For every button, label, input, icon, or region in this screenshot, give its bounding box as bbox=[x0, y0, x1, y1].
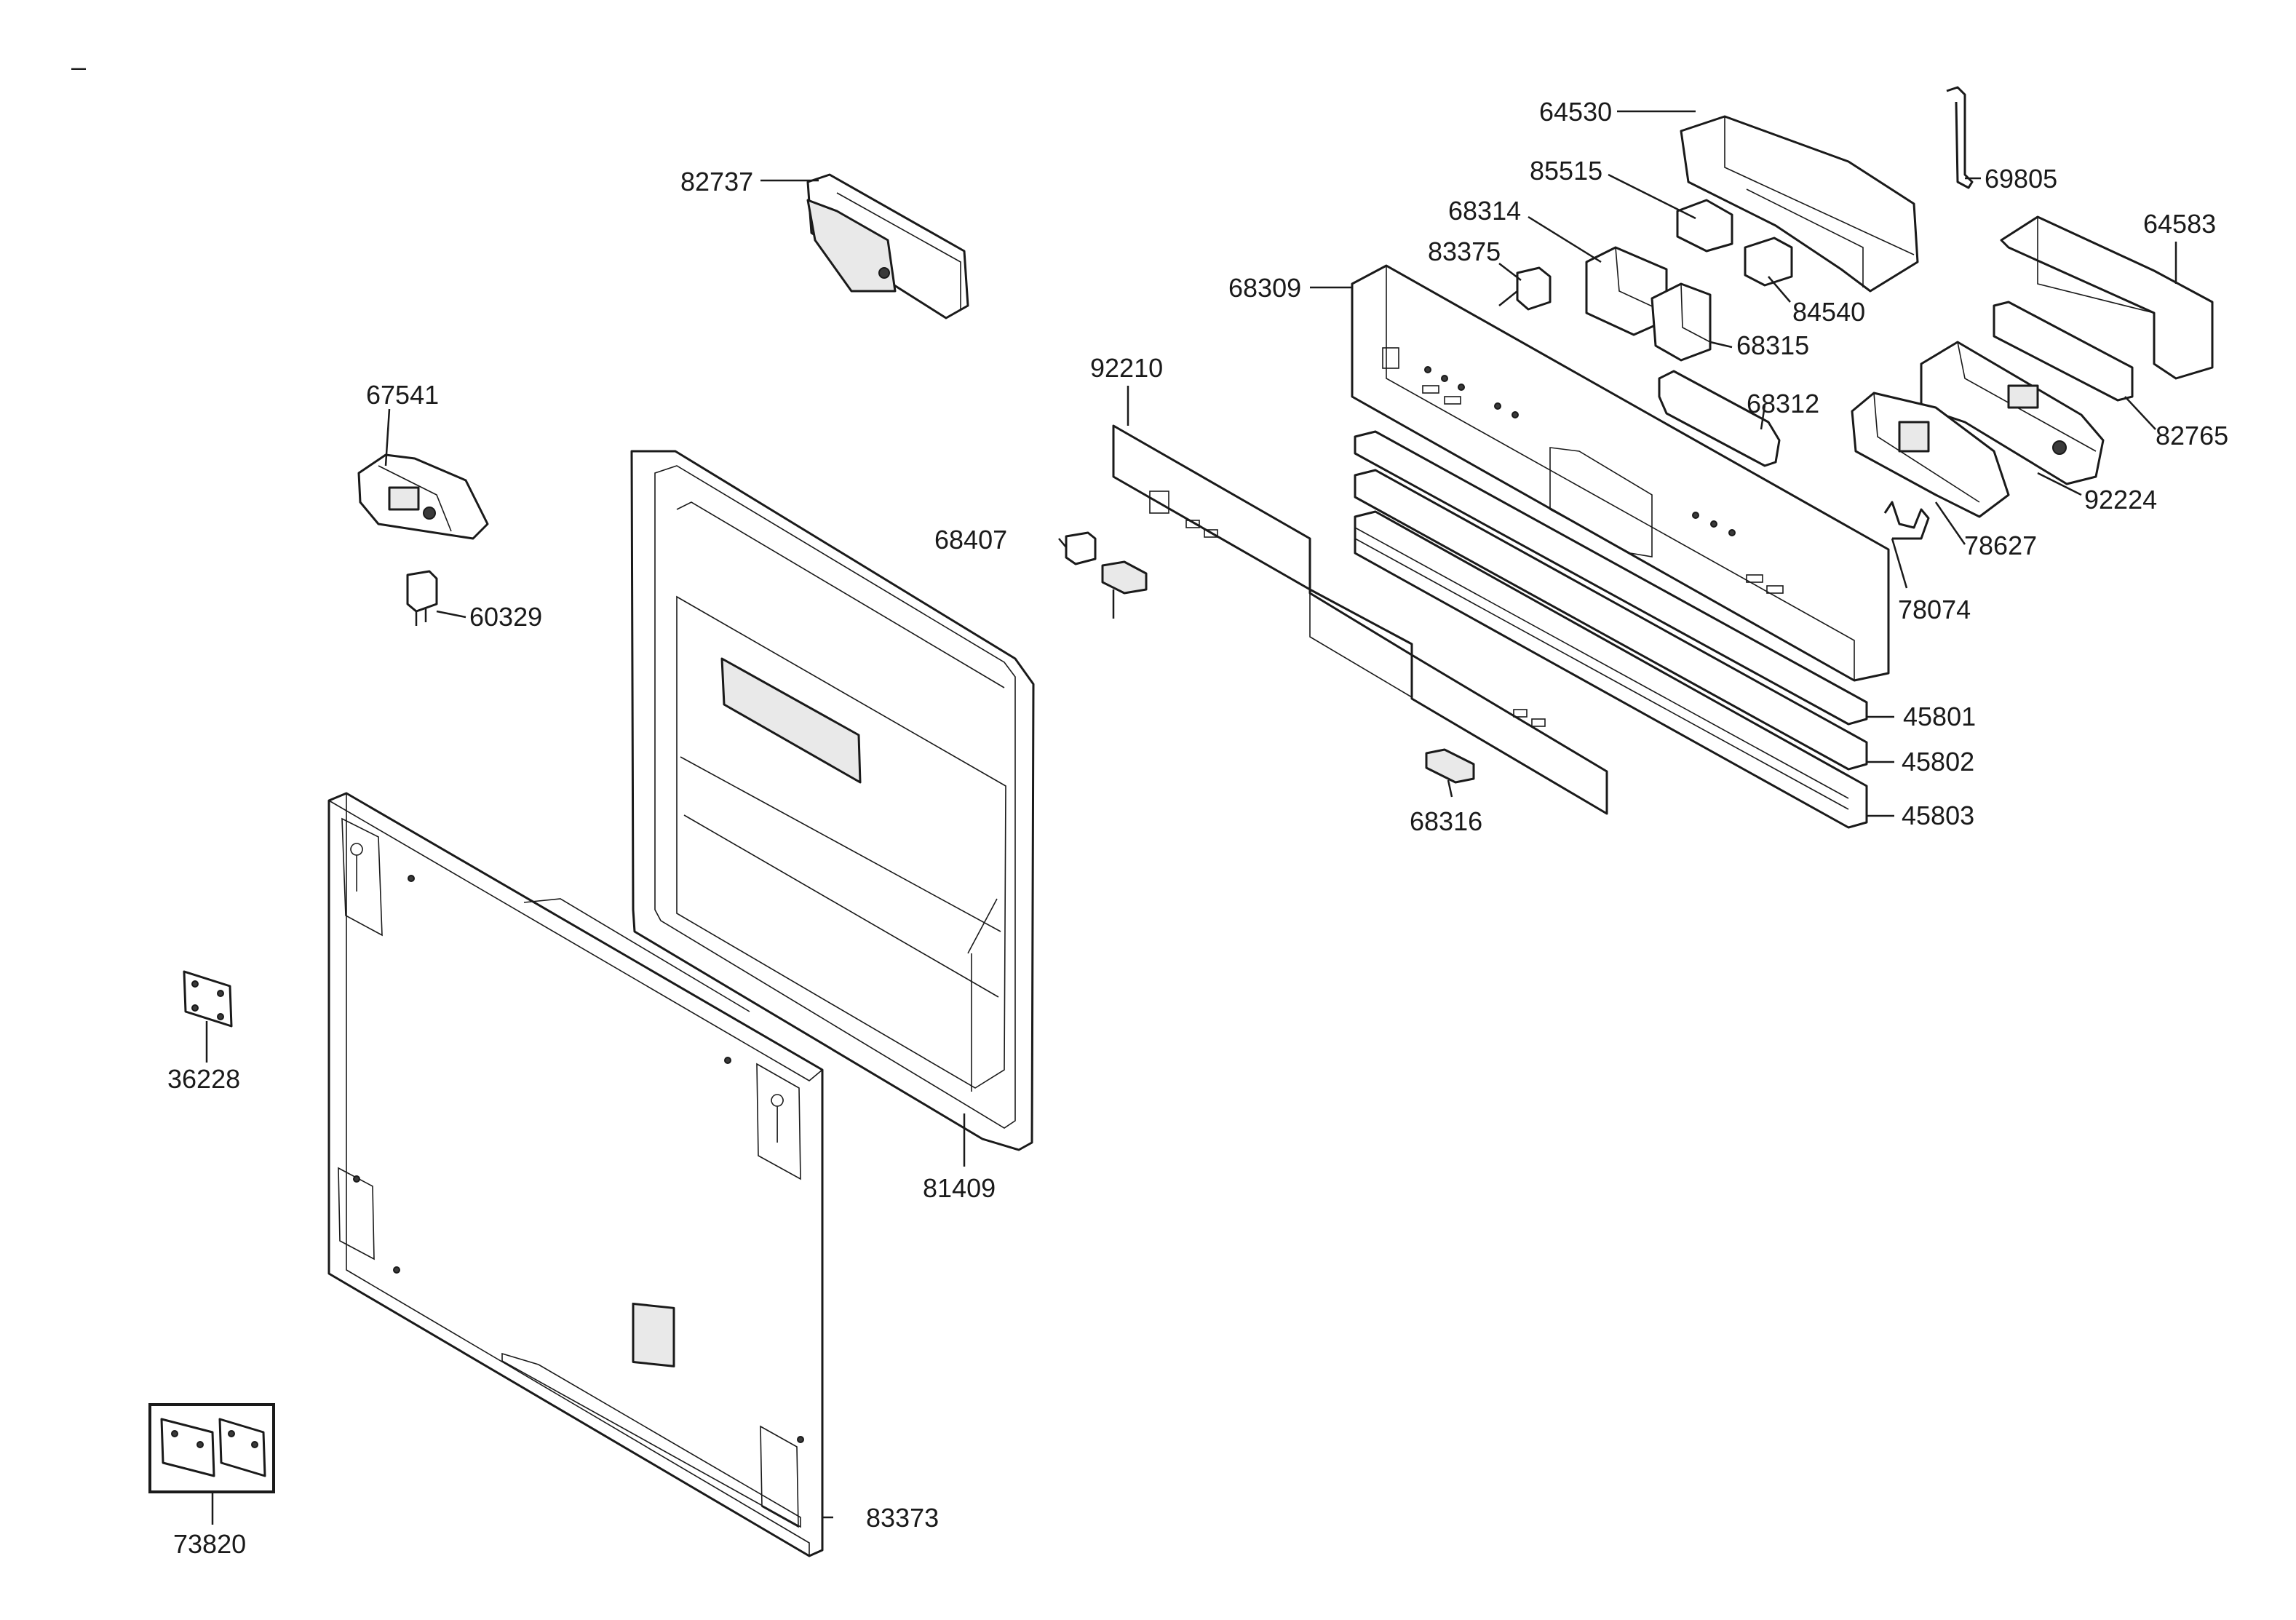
part-68312-holder bbox=[1658, 370, 1781, 467]
label-73820: 73820 bbox=[173, 1529, 246, 1559]
label-68316: 68316 bbox=[1410, 806, 1482, 836]
label-82737: 82737 bbox=[680, 167, 753, 196]
part-78074-bracket bbox=[1883, 501, 1930, 540]
part-82765-connector bbox=[1993, 301, 2134, 402]
part-68316-button-lower bbox=[1425, 748, 1475, 784]
part-92210-control-foil bbox=[1112, 424, 1608, 815]
part-64583-cover bbox=[2000, 215, 2214, 380]
part-69805-clip bbox=[1946, 86, 1974, 189]
label-36228: 36228 bbox=[167, 1064, 240, 1094]
part-85515-board bbox=[1676, 199, 1733, 253]
part-83375-switch bbox=[1498, 266, 1552, 311]
label-45801: 45801 bbox=[1903, 702, 1976, 731]
label-84540: 84540 bbox=[1792, 297, 1865, 327]
label-68309: 68309 bbox=[1228, 273, 1301, 303]
part-labels: 64530 69805 85515 64583 68314 83375 8273… bbox=[167, 97, 2228, 1559]
label-45803: 45803 bbox=[1902, 801, 1974, 830]
part-68407-button bbox=[1065, 531, 1097, 565]
label-83375: 83375 bbox=[1428, 237, 1501, 266]
part-78627-housing bbox=[1851, 392, 2010, 518]
label-92210: 92210 bbox=[1090, 353, 1163, 383]
label-68314: 68314 bbox=[1448, 196, 1521, 226]
part-82737-module bbox=[806, 173, 969, 319]
label-69805: 69805 bbox=[1985, 164, 2057, 194]
label-68407: 68407 bbox=[934, 525, 1007, 555]
part-83373-door-outer-panel bbox=[327, 792, 824, 1557]
part-45801-strip bbox=[1354, 430, 1868, 726]
label-67541: 67541 bbox=[366, 380, 439, 410]
label-68315: 68315 bbox=[1736, 330, 1809, 360]
label-92224: 92224 bbox=[2084, 485, 2157, 515]
label-78627: 78627 bbox=[1964, 531, 2037, 560]
label-82765: 82765 bbox=[2156, 421, 2228, 450]
part-64530-cover bbox=[1680, 115, 1919, 293]
label-68312: 68312 bbox=[1747, 389, 1819, 418]
part-45803-strip bbox=[1354, 510, 1868, 829]
part-67541-door-lock bbox=[357, 453, 489, 540]
corner-mark: – bbox=[71, 52, 86, 82]
part-73820-hinge-plate-kit bbox=[148, 1403, 275, 1493]
label-83373: 83373 bbox=[866, 1503, 939, 1533]
part-84540-board bbox=[1744, 237, 1793, 287]
label-64530: 64530 bbox=[1539, 97, 1612, 127]
label-78074: 78074 bbox=[1898, 595, 1971, 624]
part-60329-switch bbox=[406, 570, 438, 626]
part-45802-strip bbox=[1354, 469, 1868, 771]
part-81409-inner-door-frame bbox=[630, 450, 1035, 1151]
part-68316-button bbox=[1101, 560, 1148, 619]
label-85515: 85515 bbox=[1530, 156, 1602, 186]
part-68309-control-panel bbox=[1351, 264, 1890, 682]
label-60329: 60329 bbox=[469, 602, 542, 632]
label-81409: 81409 bbox=[923, 1173, 996, 1203]
part-36228-hinge-plate bbox=[183, 970, 233, 1028]
part-68315-switch-block bbox=[1651, 282, 1712, 362]
label-45802: 45802 bbox=[1902, 747, 1974, 777]
leader-lines bbox=[205, 110, 2177, 1525]
label-64583: 64583 bbox=[2143, 209, 2216, 239]
